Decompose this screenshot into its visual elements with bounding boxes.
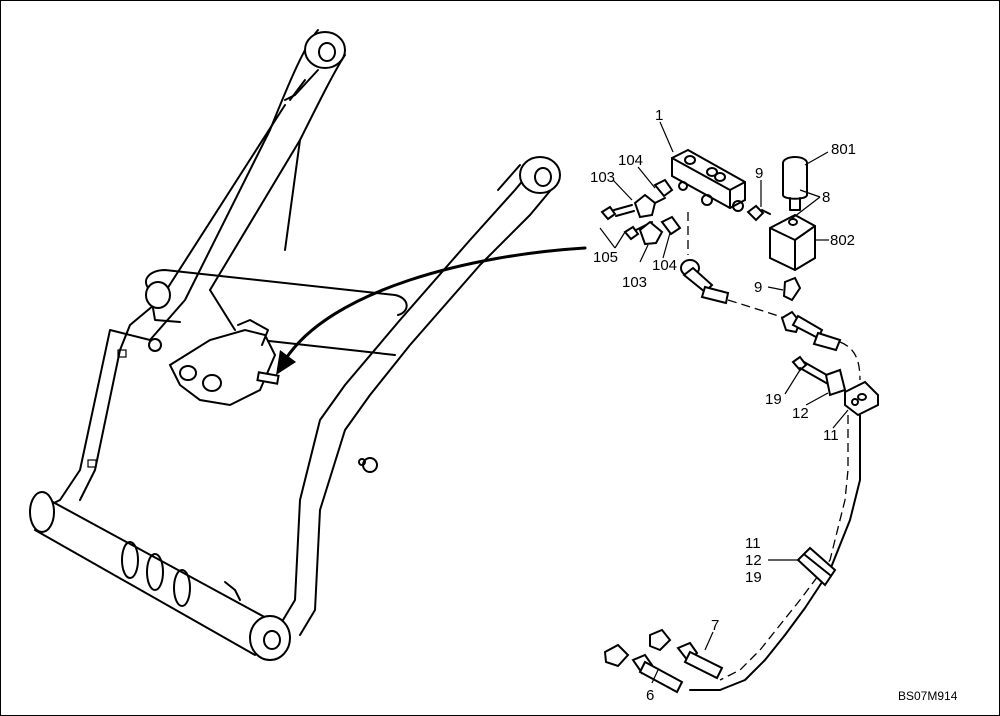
fittings-103-104-105 bbox=[600, 178, 771, 246]
end-fittings bbox=[603, 628, 724, 694]
callout-11: 11 bbox=[823, 427, 839, 444]
callout-103-upper: 103 bbox=[590, 169, 615, 186]
callout-104-upper: 104 bbox=[618, 152, 643, 169]
callout-labels: 1 801 8 802 9 9 104 103 105 103 104 19 1… bbox=[590, 107, 856, 704]
location-arrow bbox=[276, 246, 587, 375]
callout-1: 1 bbox=[655, 107, 663, 124]
clamp-assembly-upper bbox=[791, 355, 879, 417]
loader-arm-frame bbox=[29, 29, 561, 661]
callout-6: 6 bbox=[646, 687, 654, 704]
callout-19: 19 bbox=[765, 391, 782, 408]
hydraulic-line bbox=[689, 414, 861, 691]
clamp-assembly-lower bbox=[796, 546, 837, 587]
fitting-9-lower bbox=[780, 276, 861, 381]
callout-105: 105 bbox=[593, 249, 618, 266]
callout-802: 802 bbox=[830, 232, 855, 249]
callout-9-upper: 9 bbox=[755, 165, 763, 182]
callout-9-lower: 9 bbox=[754, 279, 762, 296]
callout-12-lower: 12 bbox=[745, 552, 762, 569]
callout-11-lower: 11 bbox=[745, 535, 761, 552]
hose-elbow-upper bbox=[680, 212, 786, 319]
callout-103-lower: 103 bbox=[622, 274, 647, 291]
leader-lines bbox=[599, 121, 849, 684]
callout-7: 7 bbox=[711, 617, 719, 634]
callout-8: 8 bbox=[822, 189, 830, 206]
callout-12: 12 bbox=[792, 405, 809, 422]
pressure-switch bbox=[769, 156, 816, 272]
valve-block bbox=[671, 148, 746, 212]
callout-104-lower: 104 bbox=[652, 257, 677, 274]
callout-19-lower: 19 bbox=[745, 569, 762, 586]
callout-801: 801 bbox=[831, 141, 856, 158]
drawing-code: BS07M914 bbox=[898, 689, 958, 703]
